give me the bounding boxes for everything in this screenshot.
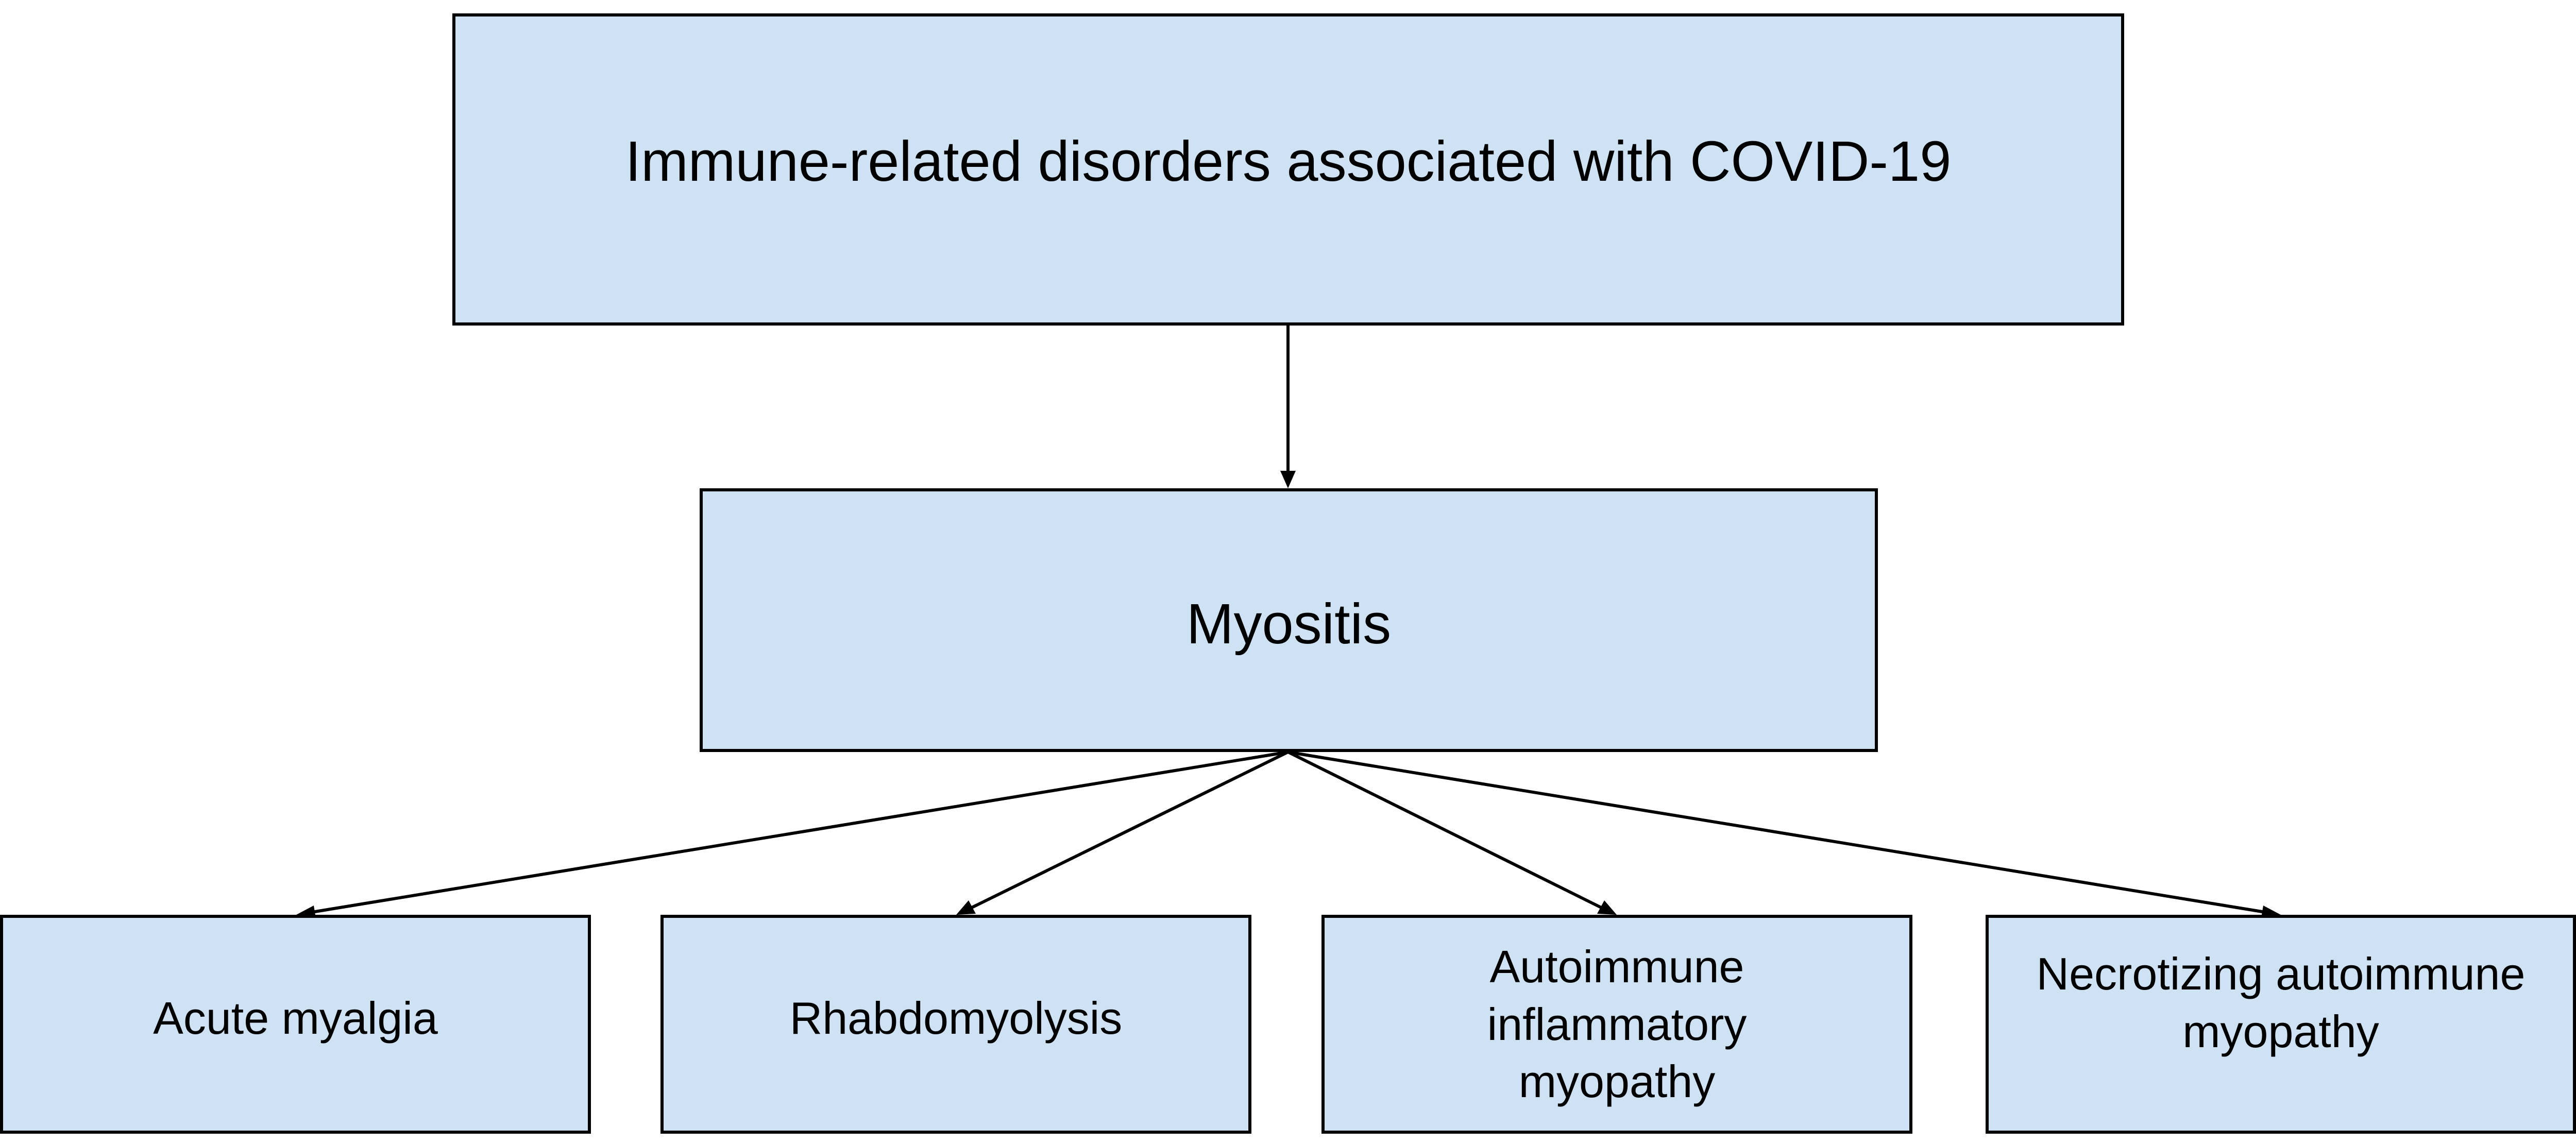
- arrow-line: [969, 750, 1289, 910]
- leaf-node-rhabdomyolysis: Rhabdomyolysis: [660, 915, 1251, 1134]
- leaf-node-acute-myalgia: Acute myalgia: [0, 915, 591, 1134]
- arrow-line: [1287, 750, 2266, 914]
- leaf-node-autoimmune-inflammatory-myopathy: Autoimmune inflammatory myopathy: [1321, 915, 1912, 1134]
- arrow-myositis-to-acute-myalgia: [296, 750, 1289, 921]
- leaf-node-label: Rhabdomyolysis: [789, 992, 1123, 1044]
- leaf-node-label: Autoimmune inflammatory myopathy: [1487, 941, 1747, 1107]
- leaf-node-necrotizing-autoimmune-myopathy: Necrotizing autoimmune myopathy: [1986, 915, 2576, 1134]
- arrow-myositis-to-rhabdomyolysis: [956, 750, 1289, 915]
- root-node-label: Immune-related disorders associated with…: [625, 129, 1952, 193]
- leaf-node-label: Necrotizing autoimmune myopathy: [2036, 948, 2526, 1057]
- arrow-myositis-to-necrotizing-autoimmune-myopathy: [1287, 750, 2281, 921]
- root-node-box: Immune-related disorders associated with…: [452, 13, 2124, 326]
- myositis-node-label: Myositis: [1186, 592, 1392, 656]
- arrow-myositis-to-autoimmune-inflammatory-myopathy: [1287, 750, 1617, 915]
- arrowhead: [1597, 900, 1617, 915]
- arrow-root-to-myositis: [1280, 326, 1296, 488]
- arrowhead: [1280, 471, 1296, 488]
- arrow-line: [311, 750, 1289, 914]
- arrow-line: [1287, 750, 1604, 910]
- myositis-node-box: Myositis: [700, 488, 1878, 752]
- leaf-node-label: Acute myalgia: [153, 992, 438, 1044]
- arrowhead: [956, 900, 976, 915]
